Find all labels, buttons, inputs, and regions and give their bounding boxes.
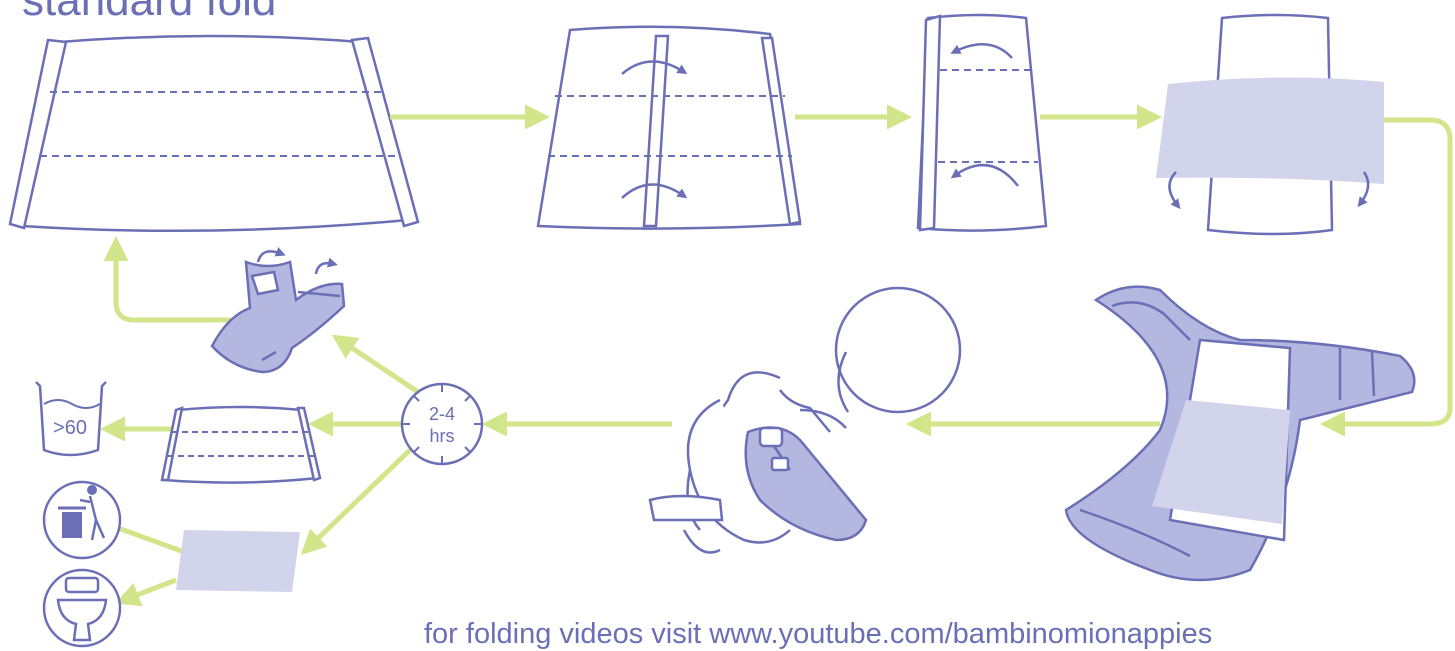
step-2-side-fold <box>538 27 800 229</box>
timer-label-bottom: hrs <box>429 426 454 446</box>
nappy-with-insert <box>1066 287 1414 580</box>
step-4-booster-fold <box>1156 15 1384 234</box>
step-3-thirds-fold <box>918 15 1046 231</box>
footer-link-text[interactable]: for folding videos visit www.youtube.com… <box>424 618 1212 651</box>
step-1-flat-nappy <box>10 36 418 231</box>
disposable-liner <box>176 530 300 592</box>
toilet-icon <box>44 570 120 646</box>
clock-icon: 2-4 hrs <box>402 384 482 464</box>
wash-tub-icon: >60 <box>36 382 106 455</box>
timer-label-top: 2-4 <box>429 404 455 424</box>
used-flat-nappy <box>162 407 320 483</box>
wash-temperature-label: >60 <box>53 417 87 439</box>
used-cover <box>212 251 344 372</box>
trash-bin-icon <box>44 482 120 558</box>
baby-in-nappy <box>650 288 960 553</box>
